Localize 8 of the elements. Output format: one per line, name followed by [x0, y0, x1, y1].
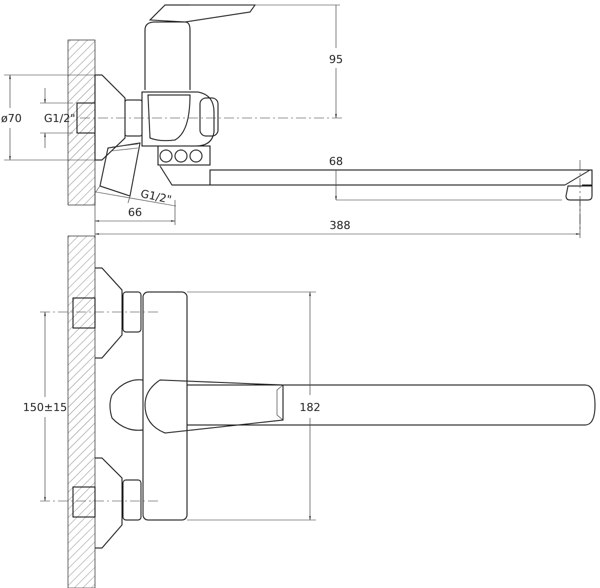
- dimension-label: 150±15: [22, 401, 68, 414]
- dimension-label: G1/2": [139, 187, 173, 206]
- dimension-label: 66: [128, 206, 142, 219]
- dimension-label: 182: [300, 401, 320, 414]
- dimension-label: 388: [330, 219, 350, 232]
- dimension-label: 95: [329, 53, 343, 66]
- dimension-label: ø70: [1, 112, 22, 125]
- dimension-label: 68: [329, 155, 343, 168]
